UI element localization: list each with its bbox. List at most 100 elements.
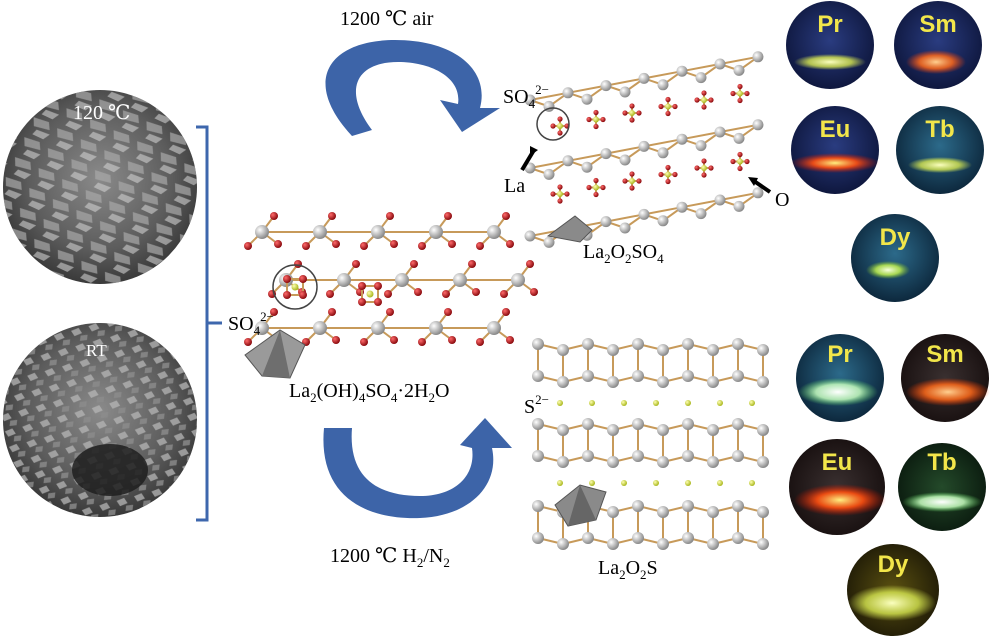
oxygen-atom xyxy=(557,184,563,190)
bond xyxy=(605,145,645,155)
oxygen-atom xyxy=(708,97,714,103)
photo-oxysulfate-pr: Pr xyxy=(786,1,874,89)
lanthanum-atom xyxy=(607,538,619,550)
lanthanum-atom xyxy=(557,456,569,468)
oxygen-atom xyxy=(636,178,642,184)
oxygen-atom xyxy=(502,212,510,220)
oxygen-atom xyxy=(629,185,635,191)
arrow-top-label: 1200 ℃ air xyxy=(340,8,434,30)
sulfur-atom xyxy=(665,103,671,110)
lanthanum-atom xyxy=(757,424,769,436)
sulfur-atom xyxy=(749,400,755,406)
lanthanum-atom xyxy=(707,424,719,436)
sem-top-label: 120 ℃ xyxy=(73,102,130,124)
oxygen-atom xyxy=(390,240,398,248)
sulfur-atom xyxy=(621,480,627,486)
lanthanum-atom xyxy=(395,273,409,287)
lanthanum-atom xyxy=(657,456,669,468)
photo-oxysulfide-tb: Tb xyxy=(898,443,986,531)
oxygen-atom xyxy=(730,158,736,165)
precursor-crystal-structure xyxy=(244,212,538,346)
precursor-formula: La2(OH)4SO4·2H2O xyxy=(289,380,449,405)
bond xyxy=(719,55,759,65)
lanthanum-atom xyxy=(487,225,501,239)
oxygen-atom xyxy=(302,242,310,250)
bond xyxy=(605,77,645,87)
sulfur-atom xyxy=(717,400,723,406)
oxygen-atom xyxy=(694,97,700,103)
oxygen-atom xyxy=(701,158,707,164)
oxygen-atom xyxy=(442,290,450,298)
lanthanum-atom xyxy=(524,230,536,242)
grouping-bracket xyxy=(196,125,222,522)
so4-label-left: SO42− xyxy=(228,309,274,338)
lanthanum-atom xyxy=(532,500,544,512)
bond xyxy=(605,213,645,223)
oxygen-atom xyxy=(737,151,743,158)
lanthanum-atom xyxy=(429,225,443,239)
lanthanum-atom xyxy=(657,376,669,388)
bond xyxy=(719,191,759,201)
oxygen-atom xyxy=(244,242,252,250)
lanthanum-atom xyxy=(582,532,594,544)
oxygen-atom xyxy=(557,198,563,204)
lanthanum-atom xyxy=(752,51,764,63)
lanthanum-atom xyxy=(487,321,501,335)
lanthanum-atom xyxy=(752,187,764,199)
oxygen-atom xyxy=(701,104,707,110)
lanthanum-atom xyxy=(619,154,631,166)
photo-oxysulfate-dy: Dy xyxy=(851,214,939,302)
oxygen-atom xyxy=(332,336,340,344)
oxygen-atom xyxy=(730,90,736,97)
arrow-air-route xyxy=(325,40,500,136)
oxygen-atom xyxy=(358,282,366,290)
lanthanum-atom xyxy=(600,216,612,228)
lanthanum-atom xyxy=(557,376,569,388)
oxygen-atom xyxy=(418,242,426,250)
oxygen-atom xyxy=(360,242,368,250)
sulfur-atom xyxy=(366,290,374,298)
lanthanum-atom xyxy=(682,338,694,350)
lanthanum-atom xyxy=(757,376,769,388)
oxygen-atom xyxy=(665,164,671,171)
oxygen-atom xyxy=(270,212,278,220)
oxysulfate-formula: La2O2SO4 xyxy=(583,241,664,266)
sulfur-atom xyxy=(621,400,627,406)
oxygen-atom xyxy=(386,212,394,220)
oxygen-atom xyxy=(665,110,671,117)
oxygen-atom xyxy=(530,288,538,296)
lanthanum-atom xyxy=(632,338,644,350)
photo-oxysulfide-dy: Dy xyxy=(847,544,939,636)
oxygen-atom xyxy=(283,275,291,283)
svg-text:Dy: Dy xyxy=(880,224,911,251)
oxygen-atom xyxy=(636,110,642,116)
sulfur-atom xyxy=(629,110,635,116)
lanthanum-atom xyxy=(511,273,525,287)
sulfur-atom xyxy=(593,184,599,191)
oxygen-atom xyxy=(270,308,278,316)
lanthanum-atom xyxy=(557,424,569,436)
lanthanum-atom xyxy=(600,80,612,92)
lanthanum-atom xyxy=(371,321,385,335)
oxygen-atom xyxy=(658,171,664,178)
sulfur-atom xyxy=(685,400,691,406)
oxygen-atom xyxy=(448,336,456,344)
oxygen-atom xyxy=(328,212,336,220)
so4-highlight-circle-right xyxy=(536,107,570,141)
lanthanum-atom xyxy=(732,500,744,512)
bond xyxy=(643,138,683,148)
lanthanum-atom xyxy=(632,532,644,544)
lanthanum-atom xyxy=(562,87,574,99)
lanthanum-atom xyxy=(582,418,594,430)
oxygen-atom xyxy=(386,308,394,316)
oxygen-atom xyxy=(502,308,510,316)
lanthanum-atom xyxy=(638,140,650,152)
lanthanum-atom xyxy=(543,236,555,248)
sulfur-atom xyxy=(589,400,595,406)
lanthanum-atom xyxy=(732,450,744,462)
bond xyxy=(681,131,721,141)
lanthanum-atom xyxy=(657,344,669,356)
oxygen-atom xyxy=(294,260,302,268)
lanthanum-atom xyxy=(607,376,619,388)
